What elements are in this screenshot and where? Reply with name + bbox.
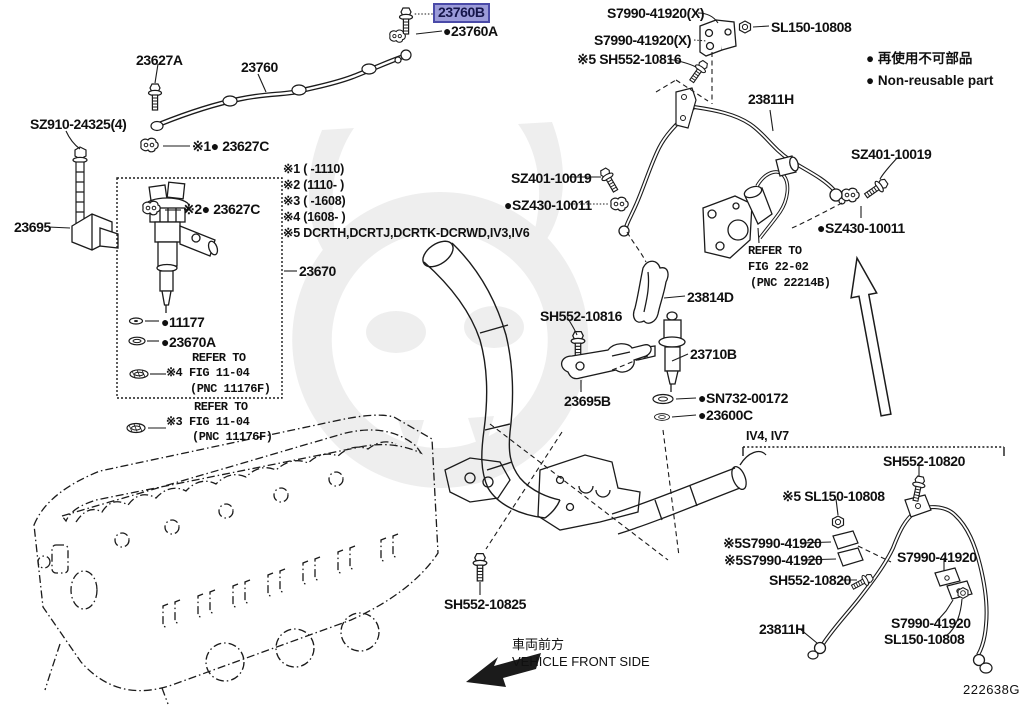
seal-11177 (128, 317, 144, 325)
callout-23760a[interactable]: ●23760A (443, 23, 498, 39)
part-23710b (632, 311, 686, 392)
supply-pump-assembly (702, 155, 799, 259)
nut-sl150-iv4 (831, 515, 845, 529)
iv4-iv7-group (742, 446, 1005, 674)
refer-pump-1: REFER TO (748, 244, 802, 258)
leader-lines (47, 12, 963, 644)
note-4: ※4 (1608- ) (283, 210, 346, 224)
callout-s799041920x[interactable]: S7990-41920(X) (594, 32, 692, 48)
front-side-ja: 車両前方 (512, 637, 565, 652)
callout-sz910243254[interactable]: SZ910-24325(4) (30, 116, 127, 132)
callout-s799041920[interactable]: S7990-41920 (897, 549, 977, 565)
callout-23695[interactable]: 23695 (14, 219, 51, 235)
nut-sl150-top (738, 20, 752, 34)
dashed-lines (485, 52, 892, 563)
cylinder-head-outline (33, 414, 439, 705)
seal-fig1104-a (129, 369, 149, 379)
refer-below-3: (PNC 11176F) (192, 430, 273, 444)
callout-23670[interactable]: 23670 (299, 263, 336, 279)
gasket-23600c (654, 413, 670, 421)
callout-5sh55210816[interactable]: ※5 SH552-10816 (577, 51, 682, 67)
callout-23760b[interactable]: 23760B (433, 3, 490, 23)
watermark-mask (292, 122, 589, 488)
sensor-23695 (71, 213, 119, 251)
front-side-en: VEHICLE FRONT SIDE (512, 654, 650, 669)
callout-23760[interactable]: 23760 (241, 59, 278, 75)
legend-nonreusable-en: ● Non-reusable part (866, 73, 994, 88)
refer-below-1: REFER TO (194, 400, 248, 414)
callout-sz40110019[interactable]: SZ401-10019 (851, 146, 932, 162)
part-23814d (632, 260, 669, 324)
callout-s799041920[interactable]: S7990-41920 (891, 615, 971, 631)
refer-pump-2: FIG 22-02 (748, 260, 809, 274)
bolt-sz401-right (861, 176, 891, 202)
fuel-return-pipe-23811h (618, 87, 846, 237)
washer-sn732 (652, 393, 674, 405)
callout-sl15010808[interactable]: SL150-10808 (884, 631, 965, 647)
bracket-s7990-top (699, 19, 737, 57)
nut-sl150-right (957, 587, 969, 599)
callout-sh55210816[interactable]: SH552-10816 (540, 308, 622, 324)
injector-detail-box (116, 177, 283, 399)
callout-23670a[interactable]: ●23670A (161, 334, 216, 350)
refer-inbox-2: ※4 FIG 11-04 (166, 366, 250, 380)
callout-sz40110019[interactable]: SZ401-10019 (511, 170, 592, 186)
callout-5s799041920[interactable]: ※5S7990-41920 (724, 552, 823, 568)
callout-123627c[interactable]: ※1● 23627C (192, 138, 269, 154)
bolt-sh552-10820-low (849, 571, 876, 593)
direction-arrow-outline (850, 255, 892, 417)
clamp-23627c-1 (140, 137, 159, 153)
refer-below-2: ※3 FIG 11-04 (166, 415, 250, 429)
callout-23814d[interactable]: 23814D (687, 289, 734, 305)
callout-5sl15010808[interactable]: ※5 SL150-10808 (782, 488, 885, 504)
vehicle-front-arrow (466, 653, 541, 687)
callout-sh55210825[interactable]: SH552-10825 (444, 596, 526, 612)
bolt-sz401-left (597, 165, 622, 195)
note-5: ※5 DCRTH,DCRTJ,DCRTK-DCRWD,IV3,IV6 (283, 226, 530, 240)
callout-23710b[interactable]: 23710B (690, 346, 737, 362)
clamp-sz430-right (841, 187, 860, 203)
callout-23811h[interactable]: 23811H (759, 621, 805, 637)
callout-223627c[interactable]: ※2● 23627C (183, 201, 260, 217)
bolt-23627a (147, 83, 163, 111)
callout-sh55210820[interactable]: SH552-10820 (769, 572, 851, 588)
note-3: ※3 ( -1608) (283, 194, 346, 208)
callout-23695b[interactable]: 23695B (564, 393, 611, 409)
callout-sz43010011[interactable]: ●SZ430-10011 (504, 197, 592, 213)
callout-23600c[interactable]: ●23600C (698, 407, 753, 423)
callout-23811h[interactable]: 23811H (748, 91, 794, 107)
bolt-sh552-10825 (472, 552, 488, 582)
callout-23627a[interactable]: 23627A (136, 52, 183, 68)
callout-11177[interactable]: ●11177 (161, 314, 205, 330)
refer-inbox-3: (PNC 11176F) (190, 382, 271, 396)
callout-5s799041920[interactable]: ※5S7990-41920 (723, 535, 822, 551)
note-2: ※2 (1110- ) (283, 178, 345, 192)
refer-pump-3: (PNC 22214B) (750, 276, 831, 290)
clamp-23760a (389, 29, 406, 43)
callout-sl15010808[interactable]: SL150-10808 (771, 19, 852, 35)
seal-fig1104-b (126, 422, 146, 434)
bolt-sh552-10816-top (686, 58, 711, 86)
callout-sh55210820[interactable]: SH552-10820 (883, 453, 965, 469)
gasket-23670a (128, 336, 146, 346)
callout-sn73200172[interactable]: ●SN732-00172 (698, 390, 789, 406)
refer-inbox-1: REFER TO (192, 351, 246, 365)
fuel-pipe-23760 (150, 49, 412, 132)
callout-s799041920x[interactable]: S7990-41920(X) (607, 5, 705, 21)
note-1: ※1 ( -1110) (283, 162, 345, 176)
callout-sz43010011[interactable]: ●SZ430-10011 (817, 220, 905, 236)
clamp-sz430-left (610, 196, 629, 212)
figure-code: 222638G (963, 682, 1020, 697)
legend-nonreusable-ja: ● 再使用不可部品 (866, 51, 973, 66)
variant-group-label: IV4, IV7 (746, 429, 789, 443)
clamp-23695b (561, 343, 652, 380)
